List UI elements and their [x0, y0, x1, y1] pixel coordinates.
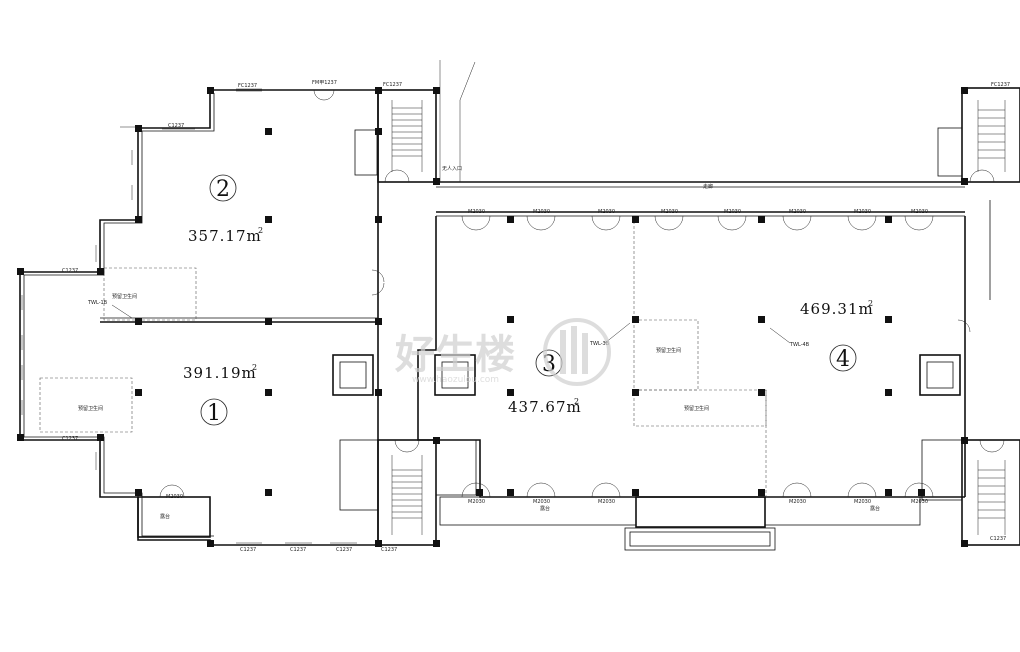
room-number: 1: [207, 401, 221, 426]
door-code: M2030: [468, 209, 485, 215]
annotations: 走廊 露台 露台 露台 预留卫生间 预留卫生间 预留卫生间 预留卫生间 无人入口…: [21, 80, 1010, 553]
door-code: M2030: [598, 209, 615, 215]
window-code: C1237: [168, 123, 184, 129]
room-area-sup: 2: [574, 397, 579, 406]
toilet-label: 预留卫生间: [112, 293, 137, 300]
left-stair-core: [332, 89, 477, 546]
watermark-text: 好生楼: [394, 332, 515, 378]
window-code: C1237: [240, 547, 256, 553]
toilet-zone-1: [39, 377, 133, 433]
door-code: M2030: [789, 209, 806, 215]
toilet-zone-2: [103, 267, 197, 321]
room-2: 2 357.17m 2: [188, 174, 263, 245]
balcony-label: 露台: [160, 513, 170, 520]
door-code: M2030: [533, 209, 550, 215]
door-code: M2030: [468, 499, 485, 505]
tag-label: TWL-3B: [589, 341, 610, 347]
room-area: 357.17m: [188, 227, 262, 245]
room-area-sup: 2: [252, 363, 257, 372]
toilet-label: 预留卫生间: [684, 405, 709, 412]
door-code: M2030: [166, 494, 183, 500]
left-block-walls: [19, 89, 379, 546]
door-code: FM甲1237: [312, 80, 337, 86]
corridor: [436, 60, 965, 217]
room-area: 391.19m: [183, 364, 257, 382]
door-code: M2030: [598, 499, 615, 505]
room-1: 1 391.19m 2: [183, 363, 257, 426]
door-code: M2030: [724, 209, 741, 215]
toilet-label: 预留卫生间: [656, 347, 681, 354]
room-area-sup: 2: [258, 226, 263, 235]
room-area-sup: 2: [868, 299, 873, 308]
watermark: 好生楼 www.haozulou.com: [394, 318, 611, 386]
entrance-label: 无人入口: [442, 166, 462, 172]
tag-label: TWL-4B: [789, 342, 810, 348]
room-4: 4 469.31m 2: [800, 299, 874, 372]
watermark-subtext: www.haozulou.com: [412, 375, 499, 385]
balcony-label: 露台: [540, 505, 550, 512]
window-code: C1237: [381, 547, 397, 553]
room-area: 469.31m: [800, 300, 874, 318]
door-code: M2030: [854, 499, 871, 505]
door-code: M2030: [789, 499, 806, 505]
window-code: FC1237: [238, 83, 257, 89]
door-swings: [159, 89, 1005, 498]
door-code: M2030: [911, 209, 928, 215]
balcony-label: 露台: [870, 505, 880, 512]
door-code: M2030: [854, 209, 871, 215]
central-halls-walls: [417, 200, 991, 551]
door-code: M2030: [533, 499, 550, 505]
tag-label: TWL-1B: [87, 300, 108, 306]
room-area: 437.67m: [508, 398, 582, 416]
corridor-label: 走廊: [703, 183, 713, 190]
window-code: C1237: [336, 547, 352, 553]
right-stair-core: [919, 87, 1020, 546]
toilet-label: 预留卫生间: [78, 405, 103, 412]
room-number: 2: [216, 177, 230, 202]
window-code: C1237: [62, 268, 78, 274]
window-code: C1237: [62, 436, 78, 442]
door-code: M2030: [911, 499, 928, 505]
room-number: 4: [836, 347, 850, 372]
structural-columns: [17, 87, 968, 547]
window-code: FC1237: [383, 82, 402, 88]
window-code: C1237: [290, 547, 306, 553]
window-code: C1237: [990, 536, 1006, 542]
door-code: M2030: [661, 209, 678, 215]
window-code: FC1237: [991, 82, 1010, 88]
